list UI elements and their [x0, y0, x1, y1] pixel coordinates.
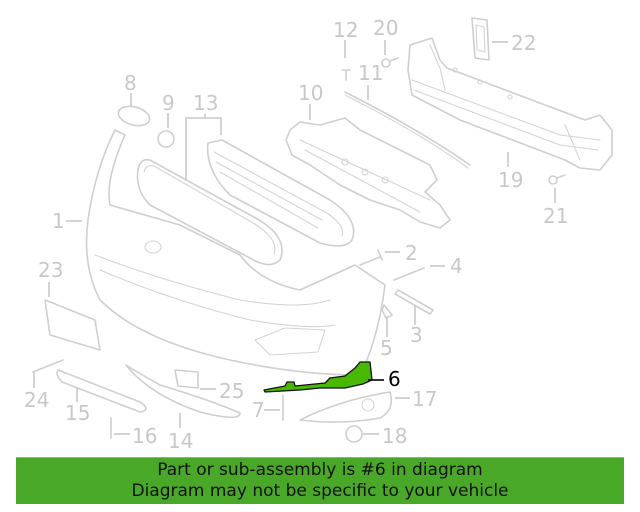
callout-23[interactable]: 23 — [38, 258, 63, 297]
callout-19[interactable]: 19 — [498, 152, 523, 192]
part-3-trim[interactable] — [394, 289, 434, 315]
svg-text:10: 10 — [298, 81, 323, 105]
banner-disclaimer-line: Diagram may not be specific to your vehi… — [131, 481, 509, 501]
part-25-bracket[interactable] — [174, 369, 199, 389]
callout-25[interactable]: 25 — [200, 379, 244, 403]
parts-diagram: 1 2 3 4 5 6 7 8 9 10 11 12 13 14 15 16 1… — [24, 16, 613, 453]
callout-15[interactable]: 15 — [65, 388, 90, 425]
callout-5[interactable]: 5 — [380, 318, 393, 360]
part-23-bracket[interactable] — [44, 299, 101, 351]
callout-24[interactable]: 24 — [24, 372, 49, 412]
part-19-reinforcement-beam[interactable] — [407, 37, 613, 171]
svg-text:1: 1 — [52, 209, 65, 233]
part-21-bolt[interactable] — [548, 174, 566, 185]
part-12-clip[interactable] — [340, 69, 351, 286]
part-1-bumper-cover[interactable] — [85, 129, 386, 376]
callout-3[interactable]: 3 — [410, 305, 423, 347]
callout-16[interactable]: 16 — [114, 424, 157, 448]
part-5-clip[interactable] — [381, 304, 393, 319]
part-4-pin[interactable] — [393, 267, 425, 281]
svg-text:23: 23 — [38, 258, 63, 282]
svg-text:17: 17 — [412, 387, 437, 411]
svg-text:2: 2 — [405, 241, 418, 265]
callout-8[interactable]: 8 — [124, 71, 137, 106]
svg-text:8: 8 — [124, 71, 137, 95]
part-20-bolt[interactable] — [381, 57, 399, 68]
svg-text:7: 7 — [252, 398, 265, 422]
svg-text:4: 4 — [450, 254, 463, 278]
callout-18[interactable]: 18 — [363, 424, 407, 448]
part-9-plug[interactable] — [157, 130, 175, 148]
callout-20[interactable]: 20 — [373, 16, 398, 55]
callout-10[interactable]: 10 — [298, 81, 323, 120]
part-11-seal[interactable] — [344, 91, 471, 166]
part-2-bolt[interactable] — [359, 249, 383, 266]
banner-part-line: Part or sub-assembly is #6 in diagram — [157, 460, 483, 480]
part-18-fog-cap[interactable] — [345, 425, 363, 443]
svg-text:6: 6 — [388, 367, 401, 391]
info-banner: Part or sub-assembly is #6 in diagram Di… — [16, 457, 624, 504]
svg-text:9: 9 — [162, 91, 175, 115]
callout-21[interactable]: 21 — [543, 188, 568, 228]
svg-text:11: 11 — [358, 61, 383, 85]
svg-text:12: 12 — [333, 18, 358, 42]
part-6-highlighted-bracket[interactable] — [263, 361, 373, 393]
svg-text:22: 22 — [511, 31, 536, 55]
callout-17[interactable]: 17 — [395, 387, 437, 411]
callout-11[interactable]: 11 — [358, 61, 383, 100]
svg-text:18: 18 — [382, 424, 407, 448]
svg-text:15: 15 — [65, 401, 90, 425]
callout-12[interactable]: 12 — [333, 18, 358, 58]
callout-2[interactable]: 2 — [385, 241, 418, 265]
callout-1[interactable]: 1 — [52, 209, 82, 233]
callout-4[interactable]: 4 — [430, 254, 463, 278]
part-14-lower-grille[interactable] — [125, 364, 241, 419]
part-22-bracket[interactable] — [471, 17, 490, 61]
part-17-fog-bezel[interactable] — [299, 391, 393, 423]
svg-text:13: 13 — [193, 91, 218, 115]
svg-text:3: 3 — [410, 323, 423, 347]
part-13-grille[interactable] — [136, 139, 355, 266]
part-10-absorber[interactable] — [285, 117, 451, 229]
callout-6[interactable]: 6 — [368, 367, 401, 391]
svg-text:24: 24 — [24, 388, 49, 412]
callout-22[interactable]: 22 — [492, 31, 536, 55]
part-8-emblem[interactable] — [116, 103, 152, 129]
svg-text:19: 19 — [498, 168, 523, 192]
svg-text:16: 16 — [132, 424, 157, 448]
part-15-trim[interactable] — [56, 369, 147, 413]
callout-13[interactable]: 13 — [185, 91, 222, 180]
svg-text:21: 21 — [543, 204, 568, 228]
svg-text:14: 14 — [168, 429, 193, 453]
part-24-clip[interactable] — [32, 359, 64, 373]
callout-9[interactable]: 9 — [162, 91, 175, 128]
svg-text:5: 5 — [380, 336, 393, 360]
callout-7[interactable]: 7 — [252, 398, 280, 422]
callout-14[interactable]: 14 — [168, 413, 193, 453]
svg-text:20: 20 — [373, 16, 398, 40]
svg-text:25: 25 — [219, 379, 244, 403]
